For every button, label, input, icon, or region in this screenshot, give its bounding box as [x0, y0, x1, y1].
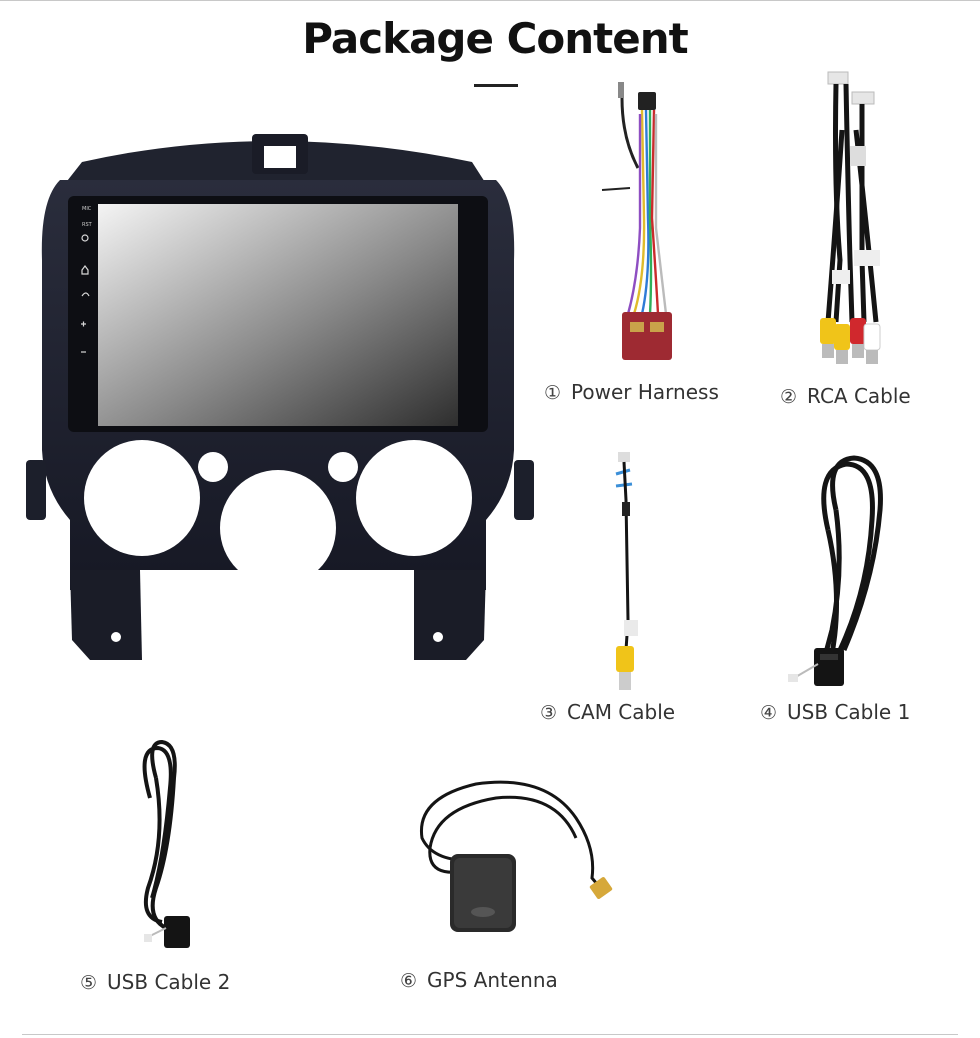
mic-label: MIC	[82, 206, 92, 212]
head-unit-image: MIC RST	[20, 120, 540, 670]
usb-cable-icon	[784, 450, 894, 695]
title-underline	[474, 84, 518, 87]
top-divider	[0, 0, 980, 1]
rca-cable-icon	[806, 70, 896, 370]
page-title: Package Content	[302, 14, 688, 63]
usb-cable-2-icon	[126, 738, 206, 953]
cam-cable-icon	[600, 450, 650, 700]
rst-label: RST	[82, 222, 93, 228]
power-harness-icon	[600, 78, 690, 368]
bottom-divider	[22, 1034, 958, 1035]
gps-antenna-icon	[416, 778, 626, 943]
